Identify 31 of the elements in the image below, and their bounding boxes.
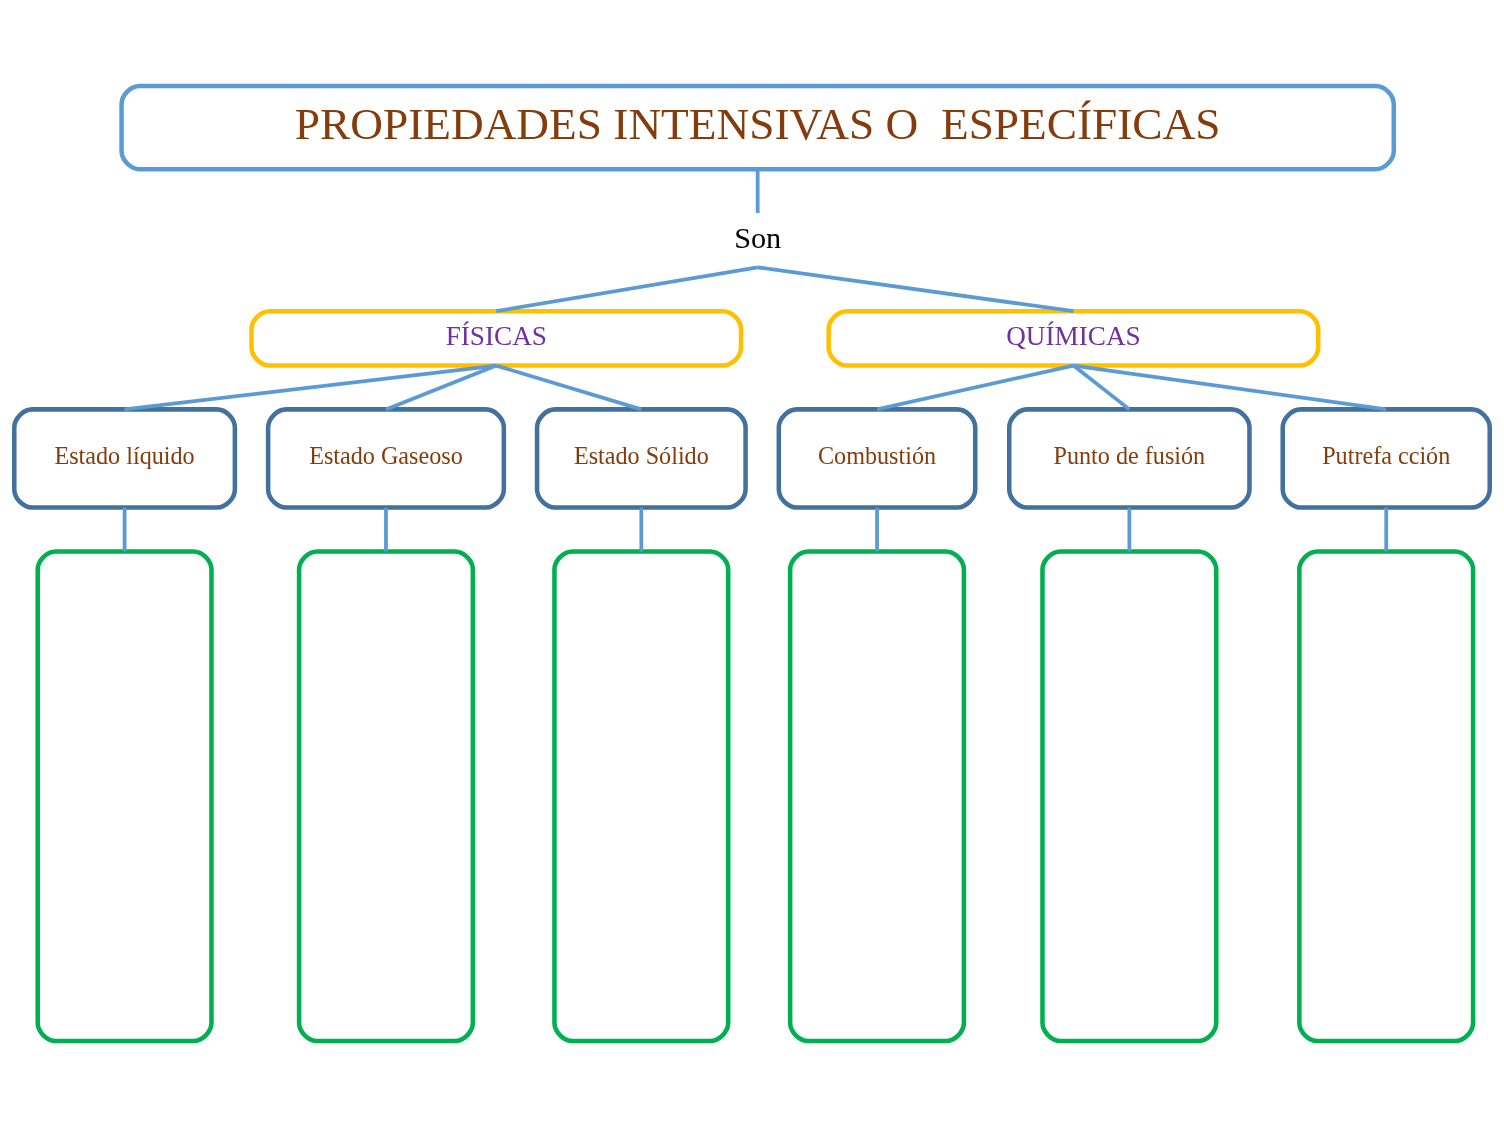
- node-box: Combustión: [776, 407, 978, 510]
- node-box: [1297, 549, 1476, 1044]
- node-box: FÍSICAS: [249, 308, 744, 368]
- connector: [385, 363, 497, 412]
- node-box: [296, 549, 476, 1044]
- connector: [1072, 364, 1131, 411]
- connector: [755, 169, 760, 213]
- connector: [495, 265, 758, 314]
- node-box: Putrefa cción: [1280, 407, 1492, 510]
- node-text: Son: [734, 220, 782, 255]
- connector: [876, 363, 1074, 412]
- connector: [1384, 507, 1389, 552]
- node-box: QUÍMICAS: [826, 308, 1321, 368]
- node-box: [787, 549, 967, 1044]
- node-box: [1040, 549, 1219, 1044]
- connector: [384, 507, 388, 552]
- connector: [1073, 363, 1387, 412]
- connector: [639, 507, 644, 552]
- node-box: Estado líquido: [12, 407, 238, 510]
- connector: [757, 265, 1074, 314]
- connector: [1127, 507, 1132, 552]
- connector: [124, 363, 497, 412]
- connector: [495, 363, 642, 412]
- node-box: [35, 549, 214, 1044]
- node-box: Punto de fusión: [1006, 407, 1252, 510]
- connector: [875, 507, 879, 552]
- node-box: PROPIEDADES INTENSIVAS O ESPECÍFICAS: [119, 83, 1397, 172]
- connector: [122, 507, 127, 552]
- node-box: Estado Gaseoso: [265, 407, 507, 510]
- node-box: [552, 549, 731, 1044]
- node-box: Estado Sólido: [534, 407, 748, 510]
